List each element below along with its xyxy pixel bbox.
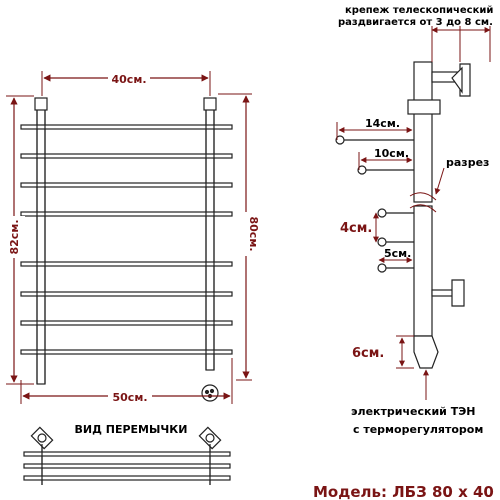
lower-bracket-rod bbox=[431, 289, 455, 297]
rung bbox=[20, 291, 233, 297]
left-post bbox=[36, 99, 46, 385]
dist-5-label: 5см. bbox=[384, 247, 411, 260]
dist-6-label: 6см. bbox=[352, 346, 384, 361]
dim-10 bbox=[358, 152, 413, 170]
cut-label: разрез bbox=[446, 156, 489, 169]
height-right-label: 80см. bbox=[247, 217, 260, 252]
dist-14-label: 14см. bbox=[365, 117, 400, 130]
bracket-note-line2: раздвигается от 3 до 8 см. bbox=[338, 17, 493, 28]
side-view bbox=[407, 61, 471, 369]
dist-4-label: 4см. bbox=[340, 221, 372, 236]
heater-body bbox=[413, 335, 439, 369]
rung bbox=[20, 349, 233, 355]
lower-wall-mount bbox=[451, 279, 465, 307]
right-post-cap bbox=[203, 97, 217, 111]
cut-marks bbox=[409, 192, 437, 213]
jumper-view-label: ВИД ПЕРЕМЫЧКИ bbox=[75, 423, 188, 436]
bracket-note-line1: крепеж телескопический bbox=[345, 5, 493, 16]
heater-label-line2: с терморегулятором bbox=[353, 423, 483, 436]
left-post-cap bbox=[34, 97, 48, 111]
model-label: Модель: ЛБЗ 80 х 40 bbox=[313, 483, 494, 500]
dim-14 bbox=[336, 122, 413, 140]
rung bbox=[20, 261, 233, 267]
dim-width-bottom: 50см. bbox=[20, 358, 233, 404]
front-view bbox=[20, 97, 233, 402]
bracket-dim bbox=[431, 26, 491, 62]
rung bbox=[20, 182, 233, 188]
rung bbox=[20, 153, 233, 159]
width-bottom-label: 50см. bbox=[113, 391, 148, 404]
dim-6 bbox=[396, 335, 414, 369]
heater-knob bbox=[201, 384, 219, 402]
side-rungs bbox=[335, 135, 414, 273]
dist-10-label: 10см. bbox=[374, 147, 409, 160]
dim-width-top: 40см. bbox=[41, 70, 211, 96]
dim-height-left: 82см. bbox=[3, 95, 34, 385]
side-collar bbox=[407, 99, 441, 115]
dim-height-right: 80см. bbox=[218, 93, 260, 381]
side-pipe-lower bbox=[413, 205, 433, 337]
rung bbox=[20, 211, 233, 217]
rung bbox=[20, 320, 233, 326]
rung bbox=[20, 124, 233, 130]
heater-label-line1: электрический ТЭН bbox=[351, 405, 476, 418]
height-left-label: 82см. bbox=[8, 220, 21, 255]
jumper-view bbox=[23, 426, 231, 485]
side-pipe-upper bbox=[413, 61, 433, 203]
width-top-label: 40см. bbox=[112, 73, 147, 86]
right-post bbox=[205, 99, 215, 371]
